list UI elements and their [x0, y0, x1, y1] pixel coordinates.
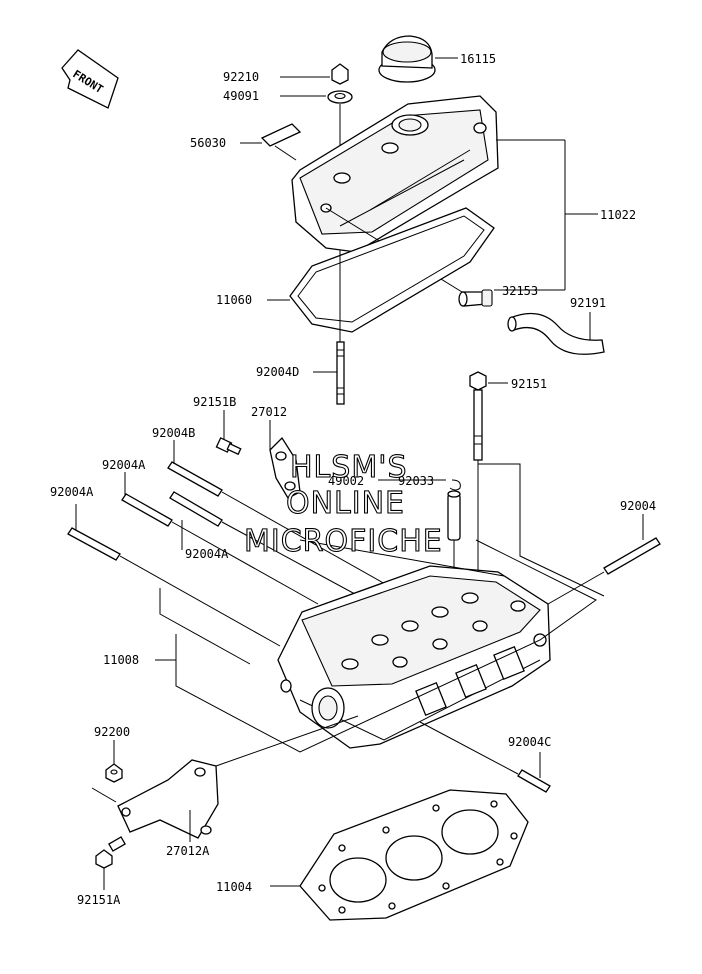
bolt-92151	[469, 371, 487, 461]
front-arrow-icon: FRONT	[61, 49, 119, 109]
clip-92033	[449, 479, 461, 491]
stud-92004	[603, 537, 661, 575]
part-label-92004A-1: 92004A	[102, 458, 146, 472]
stud-92004B	[167, 461, 223, 497]
nut-92200	[105, 763, 123, 783]
breather-hose-92191	[507, 312, 605, 355]
watermark-line-3: MICROFICHE	[244, 524, 443, 559]
part-label-92210: 92210	[223, 70, 259, 84]
part-label-27012: 27012	[251, 405, 287, 419]
washer-49091	[327, 90, 353, 104]
cylinder-head-11008	[277, 565, 551, 749]
part-label-49091: 49091	[223, 89, 259, 103]
watermark-line-1: HLSM'S	[290, 450, 408, 485]
head-gasket-11004	[299, 789, 529, 921]
cover-gasket-11060	[289, 207, 495, 333]
bolt-92151A	[95, 836, 126, 869]
part-label-92191: 92191	[570, 296, 606, 310]
watermark-line-2: ONLINE	[286, 486, 405, 521]
part-label-11060: 11060	[216, 293, 252, 307]
watermark: HLSM'S ONLINE MICROFICHE	[243, 449, 443, 559]
part-label-92004: 92004	[620, 499, 656, 513]
stud-92004A-2	[169, 491, 223, 527]
part-label-92004A-2: 92004A	[185, 547, 229, 561]
part-label-92004C: 92004C	[508, 735, 551, 749]
part-label-92033: 92033	[398, 474, 434, 488]
part-label-92004D: 92004D	[256, 365, 299, 379]
sleeve-49002	[447, 490, 461, 541]
part-label-92151B: 92151B	[193, 395, 236, 409]
stud-92004D	[336, 341, 345, 405]
valve-cover-11022	[291, 95, 499, 253]
part-label-92151A: 92151A	[77, 893, 121, 907]
part-label-11022: 11022	[600, 208, 636, 222]
part-label-56030: 56030	[190, 136, 226, 150]
part-label-16115: 16115	[460, 52, 496, 66]
part-label-92004A-3: 92004A	[50, 485, 94, 499]
label-plate-56030	[260, 123, 302, 147]
part-label-11004: 11004	[216, 880, 252, 894]
part-label-92151: 92151	[511, 377, 547, 391]
stud-92004A-3	[67, 527, 121, 561]
part-label-92004B: 92004B	[152, 426, 195, 440]
oil-filler-cap-16115	[378, 35, 436, 83]
part-label-27012A: 27012A	[166, 844, 210, 858]
breather-pipe-32153	[458, 289, 493, 307]
hanger-27012	[269, 436, 301, 499]
part-label-49002: 49002	[328, 474, 364, 488]
stud-92004C	[517, 769, 551, 793]
bracket-27012A	[117, 759, 219, 839]
part-label-92200: 92200	[94, 725, 130, 739]
nut-92210	[331, 63, 349, 85]
bolt-92151B	[215, 437, 242, 456]
stud-92004A-1	[121, 493, 173, 527]
part-label-11008: 11008	[103, 653, 139, 667]
part-label-32153: 32153	[502, 284, 538, 298]
